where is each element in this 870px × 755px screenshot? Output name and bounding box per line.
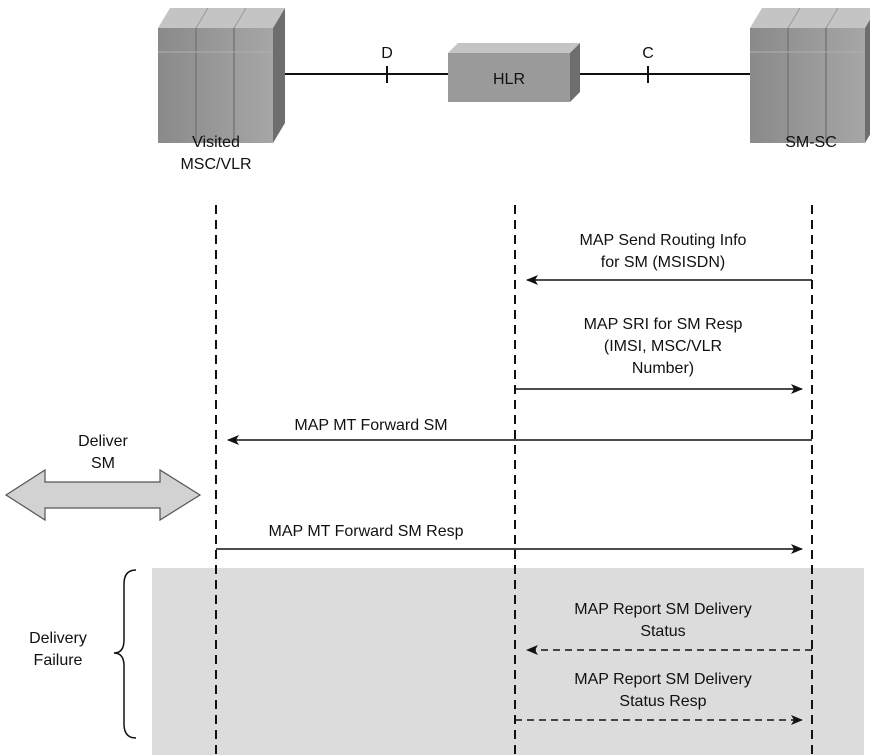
hlr-label: HLR bbox=[493, 71, 525, 88]
deliver-sm-label-line1: Deliver bbox=[78, 433, 128, 450]
msc-vlr-node bbox=[158, 7, 285, 143]
deliver-sm-label-line2: SM bbox=[91, 455, 115, 472]
delivery-failure-brace bbox=[113, 569, 137, 739]
hlr-node bbox=[448, 43, 580, 102]
delivery-failure-label-line1: Delivery bbox=[29, 630, 87, 647]
interface-d-label: D bbox=[381, 45, 393, 62]
deliver-sm-double-arrow bbox=[4, 468, 202, 522]
msg-mt-fwd-label: MAP MT Forward SM bbox=[294, 417, 447, 434]
msc-vlr-label-line2: MSC/VLR bbox=[180, 156, 251, 173]
msg-report-resp-label-line2: Status Resp bbox=[619, 693, 706, 710]
msg-mt-fwd-resp-label: MAP MT Forward SM Resp bbox=[268, 523, 463, 540]
msg-report-resp-label-line1: MAP Report SM Delivery bbox=[574, 671, 752, 688]
smsc-node bbox=[750, 7, 870, 143]
msg-sri-resp-label-line2: (IMSI, MSC/VLR bbox=[604, 338, 722, 355]
msg-sri-resp-label-line3: Number) bbox=[632, 360, 694, 377]
msg-sri-label-line1: MAP Send Routing Info bbox=[580, 232, 747, 249]
delivery-failure-label-line2: Failure bbox=[34, 652, 83, 669]
msc-vlr-label-line1: Visited bbox=[192, 134, 240, 151]
interface-c-label: C bbox=[642, 45, 654, 62]
msg-sri-label-line2: for SM (MSISDN) bbox=[601, 254, 725, 271]
smsc-label: SM-SC bbox=[785, 134, 837, 151]
delivery-failure-band bbox=[152, 568, 864, 755]
msg-report-label-line2: Status bbox=[640, 623, 685, 640]
msg-sri-resp-label-line1: MAP SRI for SM Resp bbox=[584, 316, 743, 333]
msg-report-label-line1: MAP Report SM Delivery bbox=[574, 601, 752, 618]
